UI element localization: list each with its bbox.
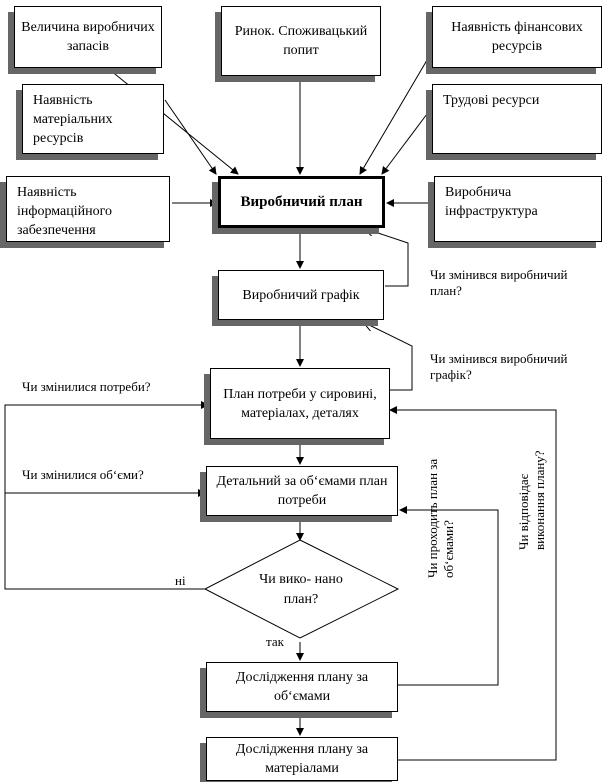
node-info: Наявність інформаційного забезпечення: [6, 176, 170, 242]
arrow-labor-plan: [381, 109, 431, 175]
label-execution-check: Чи відповідає виконання плану?: [516, 450, 547, 550]
arrow-feedback-schedule: [363, 322, 413, 391]
node-finance: Наявність фінансових ресурсів: [432, 6, 602, 68]
label-volume-check: Чи проходить план за об‘ємами?: [425, 458, 456, 578]
node-schedule: Виробничий графік: [218, 270, 384, 320]
arrow-materials-plan: [164, 99, 217, 175]
label-needs-changed: Чи змінилися потреби?: [22, 379, 151, 394]
node-study-materials: Дослідження плану за матеріалами: [206, 737, 398, 781]
label-volumes-changed: Чи змінилися об‘єми?: [22, 467, 144, 482]
label-yes: так: [266, 634, 284, 649]
node-detailed: Детальний за об‘ємами план потреби: [206, 466, 398, 516]
decision-diamond: [203, 539, 400, 639]
node-plan: Виробничий план: [218, 176, 385, 228]
label-schedule-changed: Чи змінився виробничий графік?: [430, 351, 568, 382]
arrow-finance-plan: [359, 54, 431, 175]
node-infrastructure: Виробнича інфраструктура: [434, 176, 602, 242]
arrow-materials-to-needs: [389, 406, 557, 761]
node-study-volumes: Дослідження плану за об‘ємами: [206, 662, 398, 712]
node-market: Ринок. Споживацький попит: [221, 6, 381, 76]
arrow-volumes-to-detailed: [398, 506, 499, 686]
node-materials: Наявність матеріальних ресурсів: [22, 84, 164, 154]
arrow-feedback-plan: [363, 228, 409, 287]
label-plan-changed: Чи змінився виробничий план?: [430, 267, 568, 298]
arrow-no-needs: [4, 401, 209, 590]
decision-text: Чи вико- нано план?: [259, 572, 343, 607]
node-needs: План потреби у сировині, матеріалах, дет…: [210, 368, 390, 439]
node-labor: Трудові ресурси: [432, 84, 602, 154]
label-no: ні: [175, 573, 186, 588]
node-inventory: Величина виробничих запасів: [14, 6, 162, 68]
